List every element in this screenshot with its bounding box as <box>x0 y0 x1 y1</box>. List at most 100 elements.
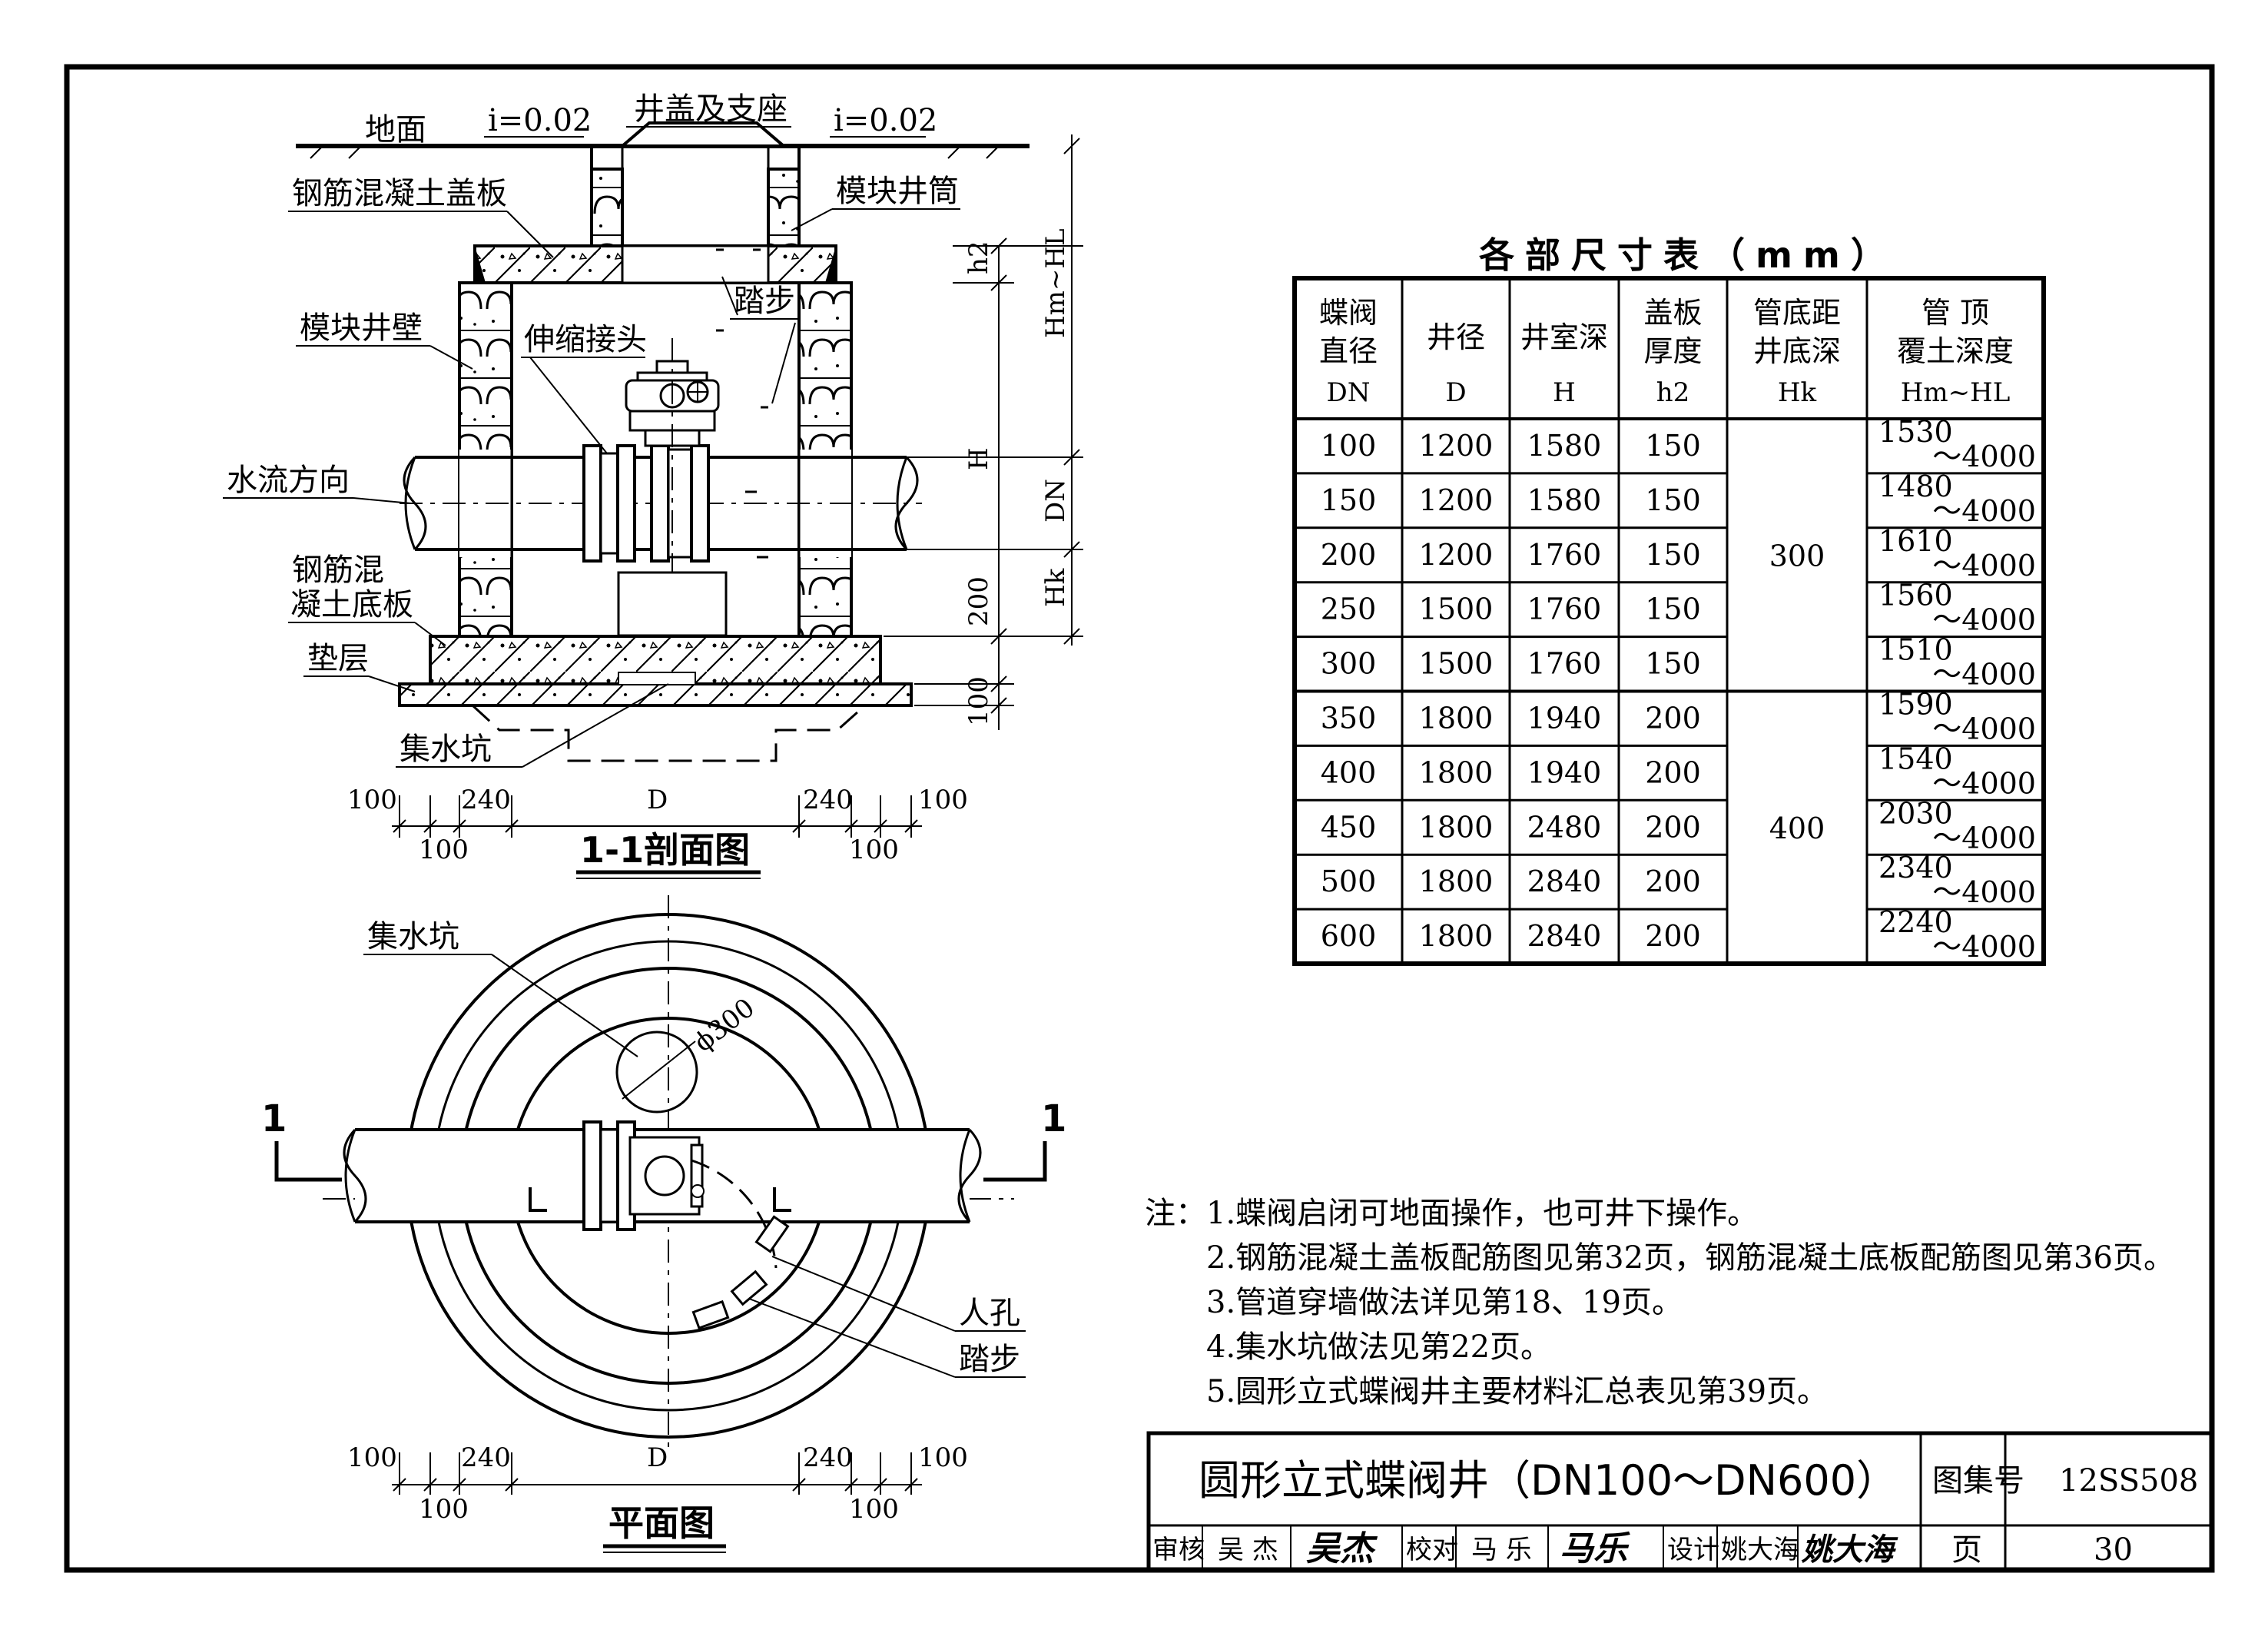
dim-sec-100-bl: 100 <box>419 835 469 865</box>
label-step: 踏步 <box>734 284 795 319</box>
table-cell: 200 <box>1645 865 1701 898</box>
dim-100-v: 100 <box>963 676 994 726</box>
table-header-line1: 管 顶 <box>1922 296 1989 330</box>
table-cell: 1800 <box>1419 810 1494 844</box>
table-cell-hk-group: 400 <box>1769 812 1825 845</box>
cut-mark-left <box>274 1141 342 1182</box>
ground-hatch <box>310 145 1000 159</box>
table-cell: 500 <box>1321 865 1377 898</box>
table-cell: 600 <box>1321 919 1377 953</box>
table-cell-cover-min: 2030 <box>1878 796 1953 830</box>
table-cell-cover-max: ～4000 <box>1932 766 2036 800</box>
table-header-line1: 盖板 <box>1643 296 1702 330</box>
check-name: 马 乐 <box>1471 1535 1532 1565</box>
table-header-unit: h2 <box>1656 377 1690 408</box>
table-cell-cover-min: 1590 <box>1878 688 1953 722</box>
label-cover-seat: 井盖及支座 <box>634 91 788 127</box>
dim-sec-100-left: 100 <box>347 785 397 815</box>
dim-hm-hl: Hm~HL <box>1040 228 1071 338</box>
block-shaft-left <box>590 168 624 247</box>
table-header-line1: 管底距 <box>1753 296 1841 330</box>
table-cell-cover-max: ～4000 <box>1932 440 2036 473</box>
table-cell: 1500 <box>1419 592 1494 626</box>
butterfly-valve <box>582 338 720 707</box>
atlas-number: 12SS508 <box>2059 1463 2198 1499</box>
dim-plan-100-br: 100 <box>849 1494 899 1525</box>
table-cell-cover-max: ～4000 <box>1932 712 2036 746</box>
table-cell: 150 <box>1645 538 1701 572</box>
review-label: 审核 <box>1152 1535 1205 1565</box>
table-cell: 1500 <box>1419 647 1494 681</box>
table-cell: 150 <box>1645 647 1701 681</box>
table-cell-cover-max: ～4000 <box>1932 930 2036 964</box>
review-name: 吴 杰 <box>1218 1535 1278 1565</box>
dim-200: 200 <box>963 576 994 626</box>
sump-dashed <box>471 704 866 762</box>
table-cell: 2480 <box>1527 810 1602 844</box>
dim-sec-100-br: 100 <box>849 835 899 865</box>
design-name: 姚大海 <box>1721 1535 1799 1565</box>
table-header-line2: 直径 <box>1319 334 1378 368</box>
steps <box>716 248 768 559</box>
label-block-shaft: 模块井筒 <box>836 174 959 209</box>
dim-plan-240-right: 240 <box>803 1442 853 1473</box>
table-header-line2: 井室深 <box>1520 320 1608 354</box>
table-cell-cover-max: ～4000 <box>1932 658 2036 692</box>
table-cell: 150 <box>1645 483 1701 517</box>
table-cell-cover-max: ～4000 <box>1932 875 2036 909</box>
label-rc-base-1: 钢筋混 <box>292 553 384 588</box>
table-cell-cover-max: ～4000 <box>1932 821 2036 855</box>
table-cell: 2840 <box>1527 865 1602 898</box>
table-cell: 2840 <box>1527 919 1602 953</box>
table-cell: 450 <box>1321 810 1377 844</box>
label-ground: 地面 <box>365 112 426 148</box>
dim-plan-240-left: 240 <box>461 1442 511 1473</box>
dim-sec-240-left: 240 <box>461 785 511 815</box>
table-cell: 1800 <box>1419 755 1494 789</box>
table-header-line1: 蝶阀 <box>1319 296 1378 330</box>
dim-plan-100-right: 100 <box>918 1442 968 1473</box>
plan-title: 平面图 <box>608 1502 715 1544</box>
table-header-unit: Hk <box>1778 377 1817 408</box>
note-5: 5.圆形立式蝶阀井主要材料汇总表见第39页。 <box>1206 1374 1828 1409</box>
table-cell-cover-min: 1530 <box>1878 415 1953 449</box>
table-cell-cover-max: ～4000 <box>1932 494 2036 528</box>
table-cell: 150 <box>1645 429 1701 463</box>
plan-step-1 <box>754 1215 790 1253</box>
table-cell-cover-min: 2240 <box>1878 905 1953 939</box>
label-expansion-joint: 伸缩接头 <box>524 322 647 357</box>
table-header-line2: 井底深 <box>1753 334 1841 368</box>
label-block-wall: 模块井壁 <box>300 310 423 346</box>
plan-view: 1 1 集水坑 ϕ300 人孔 踏步 100 240 <box>261 895 1066 1553</box>
cushion-layer <box>398 682 913 707</box>
dim-plan-d: D <box>647 1442 668 1473</box>
table-header-line2: 厚度 <box>1643 334 1702 368</box>
section-title: 1-1剖面图 <box>580 829 750 871</box>
plan-label-step: 踏步 <box>959 1342 1020 1377</box>
dim-plan-100-bl: 100 <box>419 1494 469 1525</box>
label-rc-cover: 钢筋混凝土盖板 <box>292 176 507 211</box>
table-cell: 200 <box>1645 919 1701 953</box>
table-cell: 1200 <box>1419 538 1494 572</box>
table-header-unit: Hm~HL <box>1901 377 2011 408</box>
note-4: 4.集水坑做法见第22页。 <box>1206 1329 1551 1365</box>
table-header-line2: 覆土深度 <box>1897 334 2014 368</box>
table-cell-cover-min: 1540 <box>1878 742 1953 775</box>
table-cell: 1580 <box>1527 483 1602 517</box>
dim-h: H <box>963 447 994 470</box>
cut-label-left: 1 <box>261 1097 287 1140</box>
table-cell: 150 <box>1645 592 1701 626</box>
section-view: 地面 i=0.02 井盖及支座 i=0.02 钢筋混凝土盖板 模块井筒 模块井壁… <box>223 91 1083 879</box>
table-cell: 1940 <box>1527 755 1602 789</box>
label-sump: 集水坑 <box>400 732 492 767</box>
plan-step-3 <box>691 1299 730 1330</box>
label-slope-left: i=0.02 <box>488 103 592 138</box>
table-cell: 200 <box>1645 755 1701 789</box>
plan-label-sump: 集水坑 <box>367 919 459 954</box>
table-cell: 200 <box>1645 702 1701 735</box>
table-cell: 200 <box>1645 810 1701 844</box>
table-cell: 1200 <box>1419 429 1494 463</box>
design-label: 设计 <box>1667 1535 1719 1565</box>
